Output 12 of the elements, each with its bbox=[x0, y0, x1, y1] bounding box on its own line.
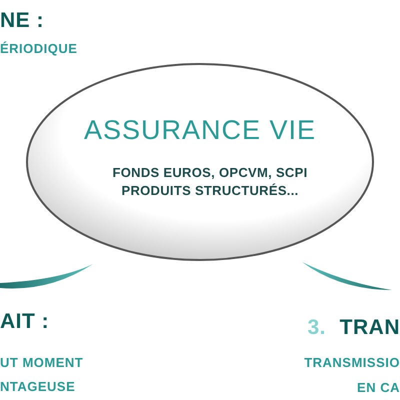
heading-text: 3. bbox=[307, 317, 326, 338]
body-text: TRANSMISSIO bbox=[304, 356, 400, 369]
heading-text: TRAN bbox=[340, 317, 400, 338]
ellipse-node bbox=[25, 62, 375, 262]
body-text: NTAGEUSE bbox=[0, 380, 76, 393]
body-text: UT MOMENT bbox=[0, 356, 84, 369]
heading-text: NE : bbox=[0, 10, 44, 31]
body-text: FONDS EUROS, OPCVM, SCPI PRODUITS STRUCTURÉS... bbox=[111, 164, 308, 200]
title-text: ASSURANCE VIE bbox=[82, 114, 318, 147]
body-text: ÉRIODIQUE bbox=[0, 42, 78, 55]
heading-text: AIT : bbox=[0, 311, 50, 332]
body-text: EN CA bbox=[357, 381, 400, 394]
